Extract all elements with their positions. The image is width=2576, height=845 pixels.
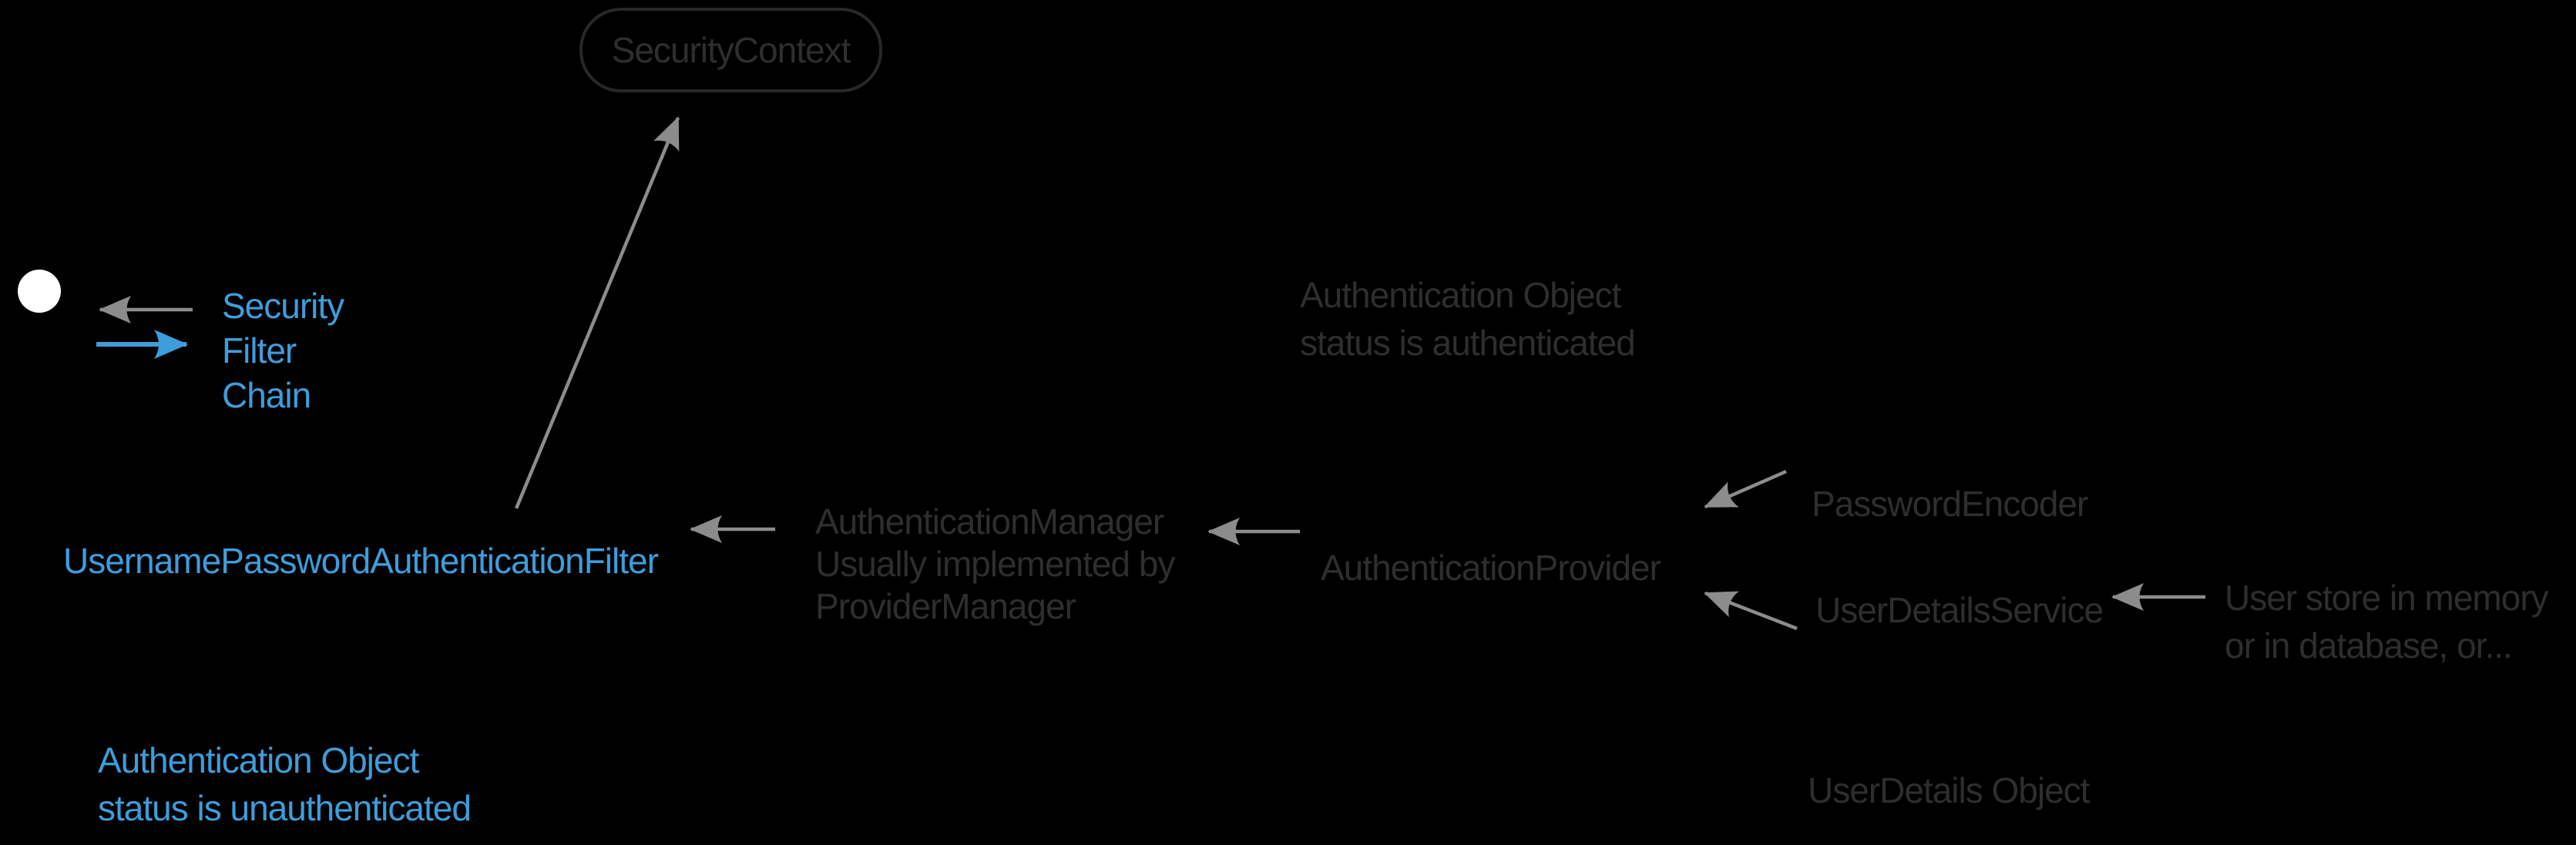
unauthenticated-note-line: status is unauthenticated (98, 788, 472, 828)
arrow-encoder-to-provider (1704, 469, 1787, 509)
username-password-authentication-filter-label: UsernamePasswordAuthenticationFilter (63, 541, 659, 581)
legend-line: Filter (222, 330, 297, 371)
authentication-manager-line: AuthenticationManager (815, 501, 1164, 542)
authenticated-note-line: status is authenticated (1300, 323, 1636, 363)
unauthenticated-note-line: Authentication Object (98, 740, 419, 780)
user-dot (18, 270, 61, 313)
security-filter-chain-legend: Security Filter Chain (222, 283, 344, 417)
user-details-object-label: UserDetails Object (1808, 770, 2090, 810)
authenticated-note: Authentication Object status is authenti… (1300, 271, 1636, 367)
user-store-line: or in database, or... (2225, 625, 2513, 666)
security-context-node: SecurityContext (579, 8, 882, 92)
authentication-provider-label: AuthenticationProvider (1321, 548, 1661, 588)
legend-line: Chain (222, 375, 311, 415)
authenticated-note-line: Authentication Object (1300, 275, 1621, 315)
arrow-userdetailsservice-to-provider (1704, 591, 1798, 631)
arrow-filter-to-security-context (514, 116, 680, 509)
user-store-note: User store in memory or in database, or.… (2225, 574, 2549, 669)
user-store-line: User store in memory (2225, 578, 2549, 618)
security-context-label: SecurityContext (611, 30, 851, 70)
authentication-manager-line: ProviderManager (815, 586, 1076, 626)
unauthenticated-note: Authentication Object status is unauthen… (98, 736, 472, 832)
authentication-manager-line: Usually implemented by (815, 544, 1175, 584)
legend-line: Security (222, 286, 344, 326)
authentication-manager-label: AuthenticationManager Usually implemente… (815, 501, 1175, 628)
user-details-service-label: UserDetailsService (1815, 590, 2104, 630)
password-encoder-label: PasswordEncoder (1812, 484, 2088, 524)
